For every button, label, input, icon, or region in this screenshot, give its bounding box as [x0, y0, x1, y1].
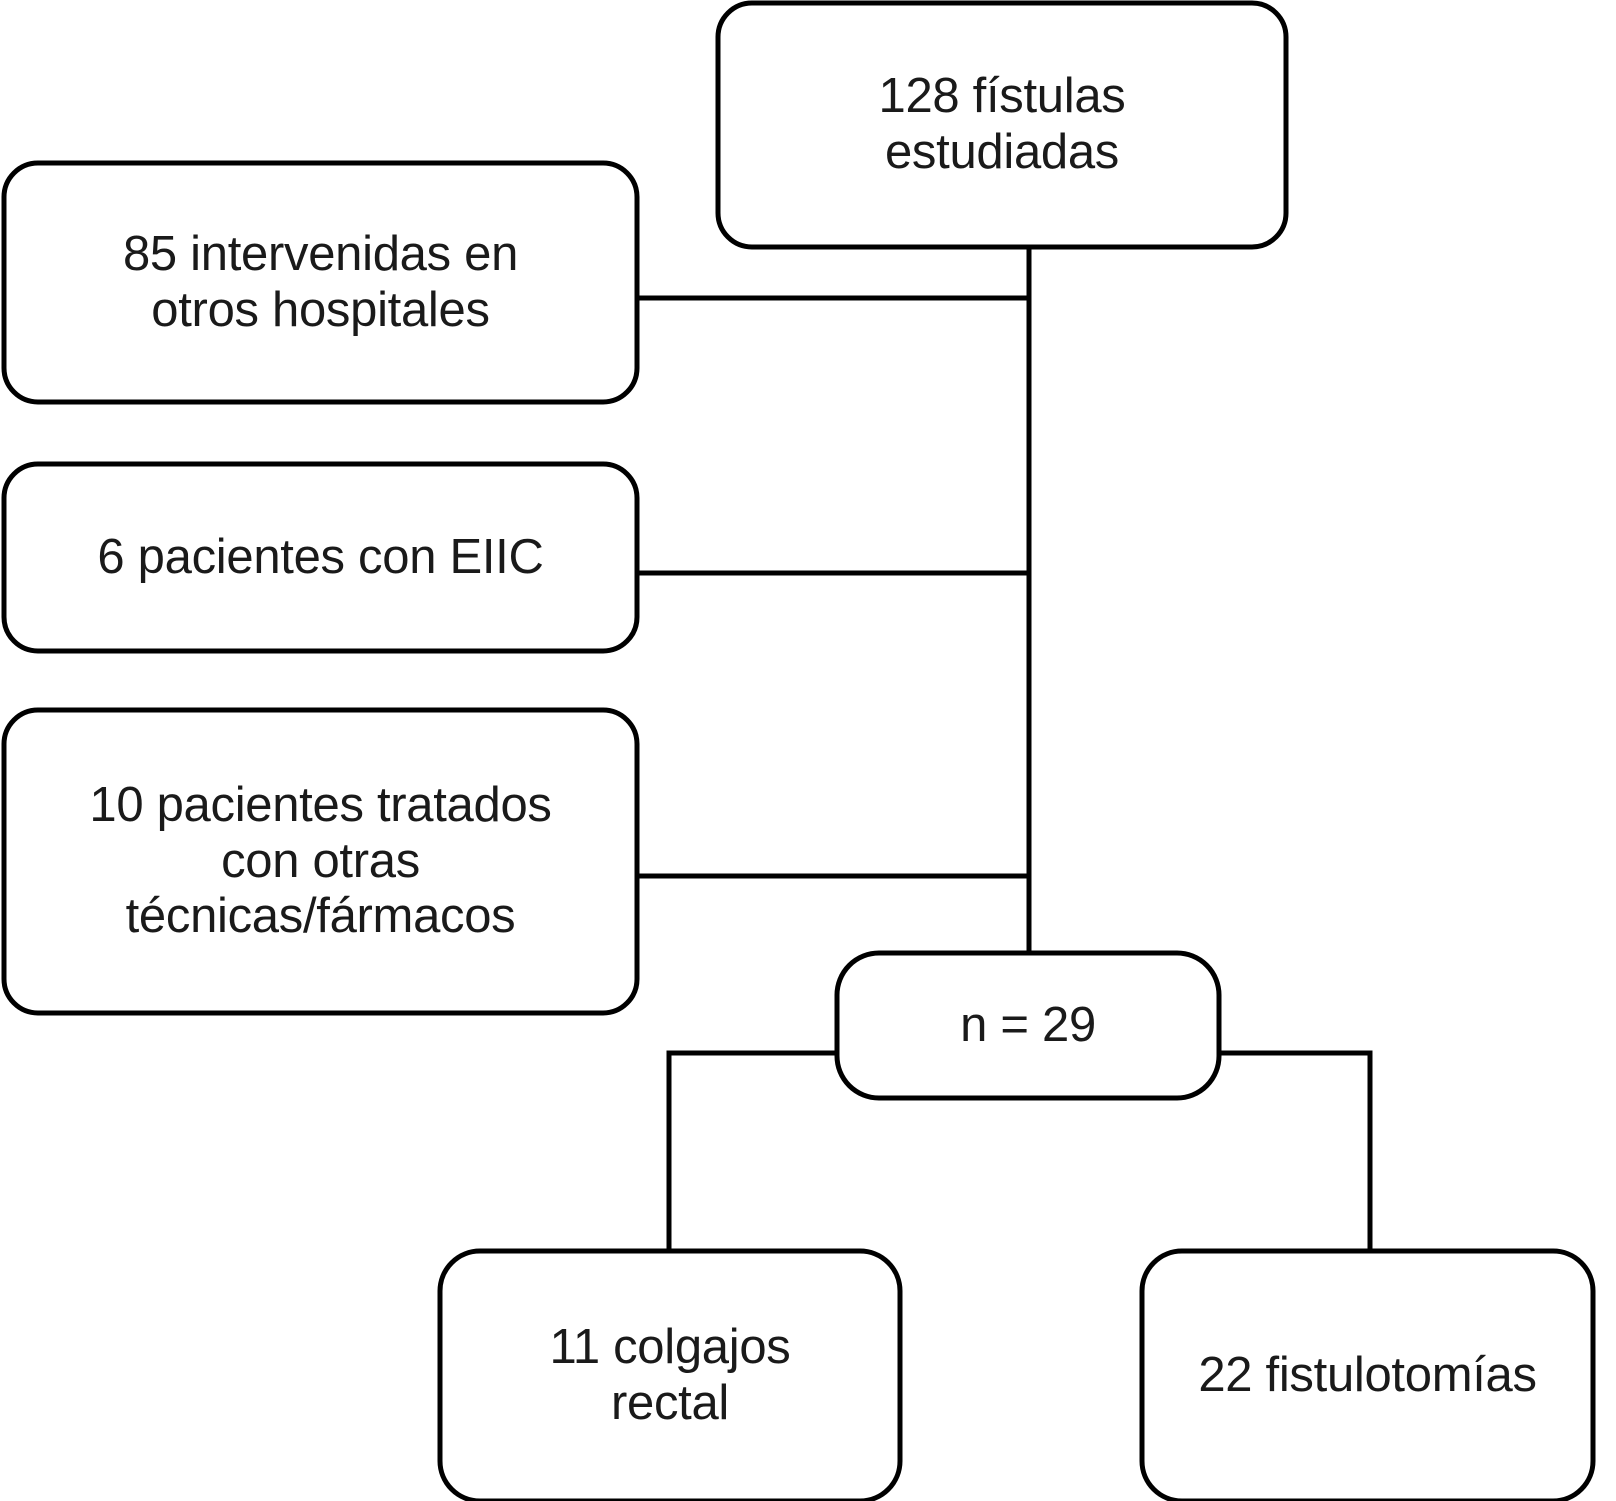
- branch-right-to-fistulotomy: [1219, 1050, 1373, 1251]
- total-fistulas-node[interactable]: [715, 0, 1289, 250]
- connector-lines-group: [637, 247, 1373, 1251]
- excluded-eiic-node[interactable]: [1, 461, 640, 654]
- branch-left-to-rectal-flap: [666, 1050, 837, 1251]
- included-sample-node[interactable]: [834, 950, 1222, 1101]
- rectal-flap-node[interactable]: [437, 1248, 903, 1501]
- excluded-other-techniques-node[interactable]: [1, 707, 640, 1016]
- fistulotomy-node[interactable]: [1139, 1248, 1596, 1501]
- excluded-other-hospitals-node[interactable]: [1, 160, 640, 405]
